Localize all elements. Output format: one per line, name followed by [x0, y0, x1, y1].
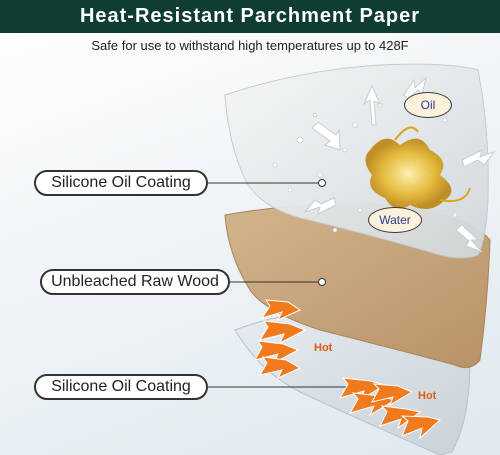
unbleached-raw-wood-label: Unbleached Raw Wood	[40, 269, 230, 295]
silicone-oil-coating-top-label: Silicone Oil Coating	[34, 170, 208, 196]
repel-arrows	[303, 76, 496, 253]
heat-arrows-right	[338, 377, 442, 440]
page-title: Heat-Resistant Parchment Paper	[79, 5, 421, 27]
subtitle: Safe for use to withstand high temperatu…	[91, 38, 409, 53]
silicone-oil-coating-bottom-label: Silicone Oil Coating	[34, 374, 208, 400]
heat-arrows-left	[254, 299, 307, 380]
hot-label-right: Hot	[418, 390, 437, 402]
oil-splash	[365, 126, 471, 209]
water-bubble: Water	[368, 207, 422, 233]
oil-bubble: Oil	[404, 92, 452, 118]
title-banner: Heat-Resistant Parchment Paper	[0, 0, 500, 33]
hot-label-left: Hot	[314, 342, 333, 354]
